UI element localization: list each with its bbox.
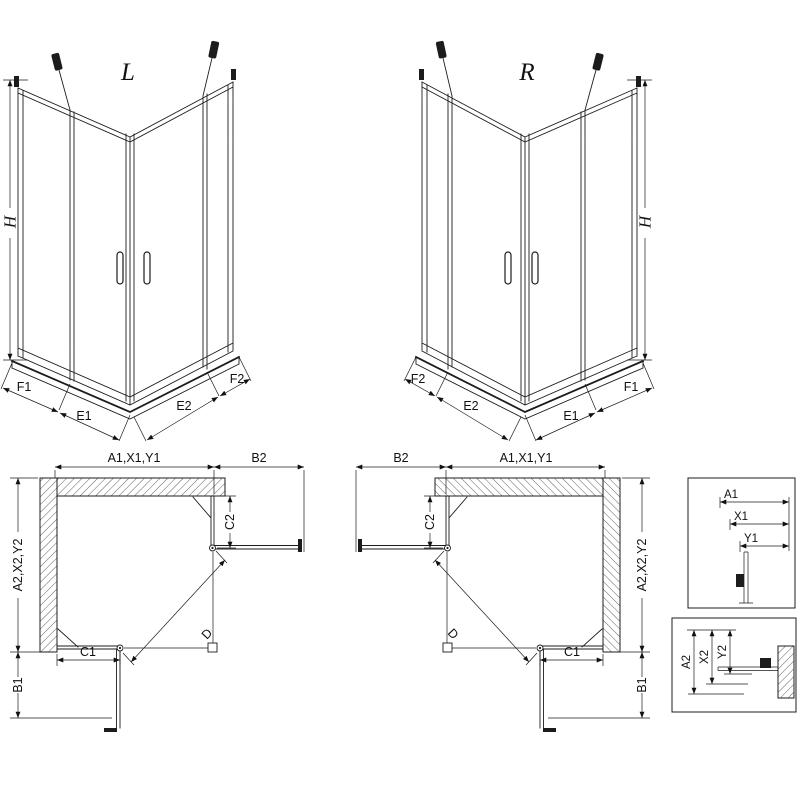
wall-left <box>39 477 58 653</box>
dim-label-a1x1y1: A1,X1,Y1 <box>500 451 553 465</box>
door-handle-icon <box>298 539 302 552</box>
tray-corner-profile <box>207 642 218 653</box>
dim-label-a2x2y2: A2,X2,Y2 <box>11 539 25 592</box>
dim-label-b2: B2 <box>393 451 408 465</box>
dim-label-f1: F1 <box>624 380 639 394</box>
detail-box-depth: A2 X2 Y2 <box>671 617 797 713</box>
view-3d-left-labels: L H F1 E1 E2 F2 <box>1 59 245 423</box>
wall-section <box>777 645 795 699</box>
dim-label-a1: A1 <box>724 489 738 501</box>
dim-label-e2: E2 <box>463 399 478 413</box>
plan-left-dimlines <box>10 464 305 719</box>
dim-label-b1: B1 <box>635 677 649 692</box>
wall-bracket-icon <box>231 69 236 80</box>
hinge-knob-icon <box>51 52 63 71</box>
door-handle-icon <box>116 251 124 285</box>
dim-label-x2: X2 <box>699 650 711 664</box>
dim-label-f2: F2 <box>230 372 245 386</box>
dim-label-c2: C2 <box>223 514 237 530</box>
dim-label-a1x1y1: A1,X1,Y1 <box>108 451 161 465</box>
plan-right-labels: B2 A1,X1,Y1 A2,X2,Y2 B1 C2 C1 D <box>393 451 649 693</box>
door-handle-icon <box>104 728 117 732</box>
detail-box-width: A1 X1 Y1 <box>687 477 796 609</box>
wall-bracket-icon <box>14 76 19 87</box>
view-3d-left-dimlines <box>0 79 252 442</box>
view-3d-left-art <box>10 40 241 420</box>
dim-label-y1: Y1 <box>744 533 758 545</box>
hinge-knob-icon <box>208 40 220 59</box>
profile-bracket-icon <box>760 658 771 668</box>
view-3d-right-labels: R H F2 E2 E1 F1 <box>411 59 655 423</box>
profile-bracket-icon <box>736 574 744 587</box>
door-handle-icon <box>143 251 151 285</box>
dim-label-a2: A2 <box>681 655 693 669</box>
dim-label-e2: E2 <box>176 399 191 413</box>
wall-top <box>56 477 226 497</box>
dim-label-f2: F2 <box>411 372 426 386</box>
dim-label-c1: C1 <box>564 645 580 659</box>
view-3d-right-art <box>415 39 644 420</box>
dim-label-c2: C2 <box>423 514 437 530</box>
plan-right-art <box>357 477 621 733</box>
dim-label-y2: Y2 <box>717 645 729 659</box>
view-title-right: R <box>518 59 534 86</box>
dim-label-b1: B1 <box>11 677 25 692</box>
view-title-left: L <box>120 59 135 86</box>
plan-left-art <box>39 477 302 732</box>
dim-label-a2x2y2: A2,X2,Y2 <box>635 539 649 592</box>
dim-label-h: H <box>636 214 655 229</box>
dim-label-f1: F1 <box>17 380 32 394</box>
dim-label-e1: E1 <box>76 409 91 423</box>
dim-label-h: H <box>1 214 20 229</box>
dim-label-c1: C1 <box>80 645 96 659</box>
dim-label-b2: B2 <box>251 451 266 465</box>
dim-label-e1: E1 <box>563 409 578 423</box>
dim-label-x1: X1 <box>734 511 748 523</box>
